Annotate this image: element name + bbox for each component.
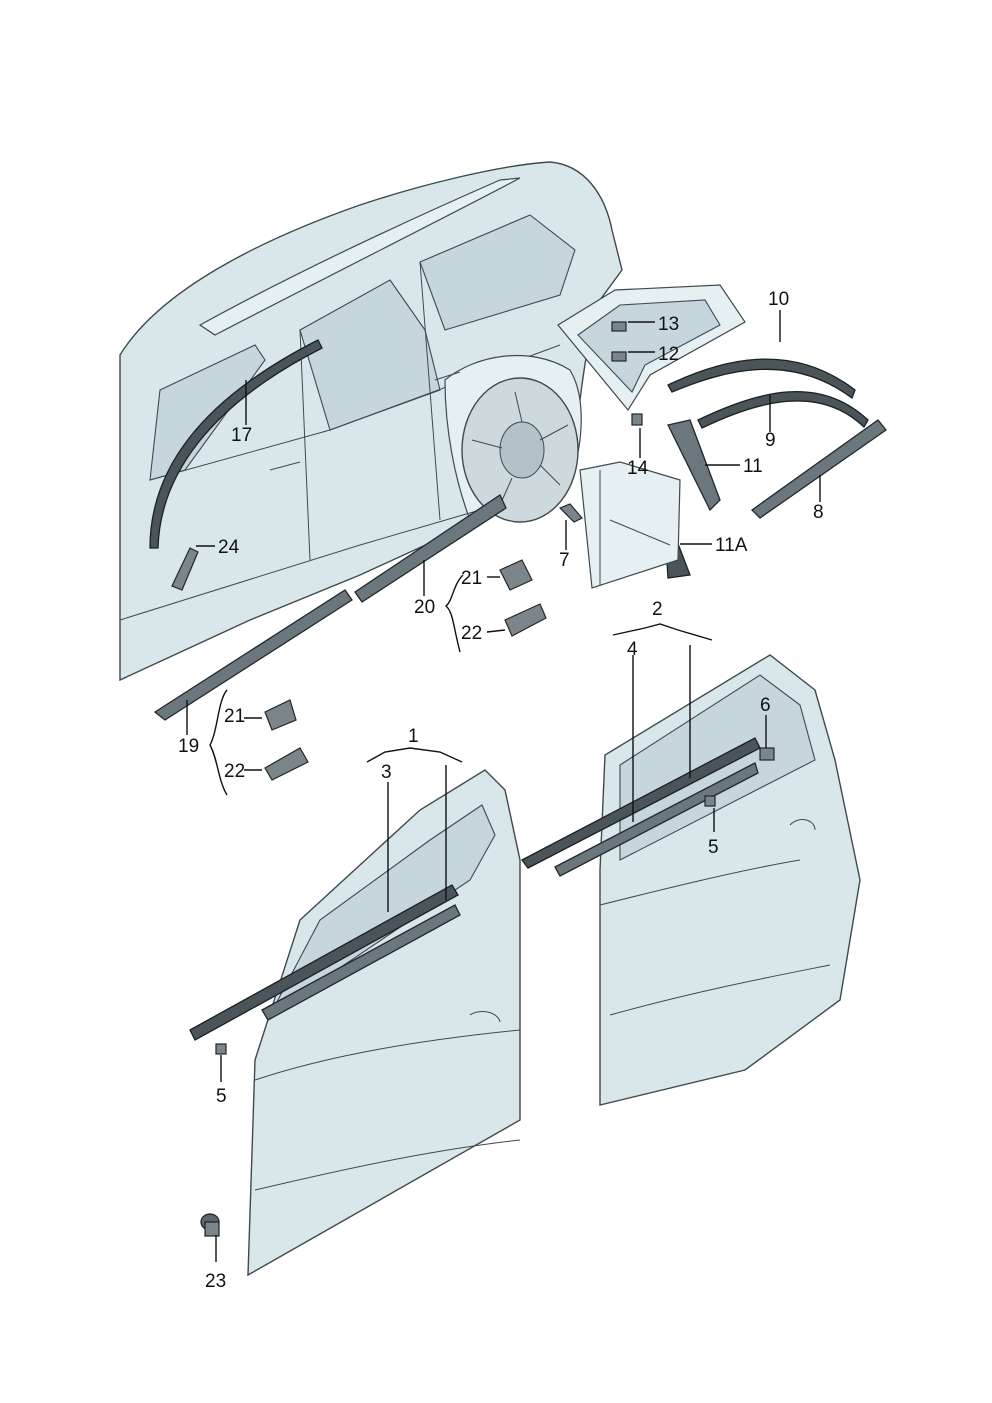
- part-12-clip: [611, 351, 627, 362]
- callout-9: 9: [765, 430, 776, 451]
- callout-2: 2: [652, 599, 663, 620]
- vehicle-body: [119, 161, 623, 682]
- callout-4: 4: [627, 639, 638, 660]
- part-22-clip-lower: [264, 747, 309, 781]
- part-5-clip-front: [215, 1043, 227, 1055]
- part-22-clip-upper: [504, 603, 547, 637]
- callout-6: 6: [760, 695, 771, 716]
- callout-20: 20: [414, 597, 435, 618]
- part-17-strip: [149, 339, 323, 549]
- callout-7: 7: [559, 550, 570, 571]
- callout-14: 14: [627, 458, 649, 479]
- part-5-clip-rear: [704, 795, 716, 807]
- part-21-clip-lower: [264, 699, 297, 731]
- callout-17: 17: [231, 425, 252, 446]
- callout-1: 1: [408, 726, 419, 747]
- callout-13: 13: [658, 314, 679, 335]
- callout-8: 8: [813, 502, 824, 523]
- callout-23: 23: [205, 1271, 226, 1292]
- front-door: [189, 769, 521, 1277]
- part-7-bolt: [558, 503, 583, 523]
- callout-labels: 10 13 12 9 11 14 8 11A 7 17 24 21 20 22 …: [178, 289, 824, 1292]
- callout-5-rear: 5: [708, 837, 719, 858]
- rear-door: [521, 654, 861, 1106]
- part-10-strip: [667, 358, 856, 400]
- callout-21-upper: 21: [461, 568, 482, 589]
- part-6-clip: [759, 747, 775, 761]
- callout-22-upper: 22: [461, 623, 482, 644]
- part-24-clip: [171, 547, 199, 591]
- callout-24: 24: [218, 537, 240, 558]
- part-20-sill-moulding: [354, 494, 507, 603]
- part-23-plug: [200, 1213, 220, 1237]
- part-1-strip: [261, 904, 461, 1021]
- callout-11a: 11A: [715, 535, 748, 556]
- part-3-strip: [189, 884, 459, 1041]
- callout-21-lower: 21: [224, 706, 245, 727]
- callout-3: 3: [381, 762, 392, 783]
- part-2-strip: [554, 762, 759, 877]
- part-13-clip: [611, 321, 627, 332]
- part-21-clip-upper: [499, 559, 533, 591]
- callout-10: 10: [768, 289, 789, 310]
- part-14-clip: [631, 413, 643, 426]
- part-11-trim: [667, 419, 721, 512]
- part-8-strip: [750, 419, 887, 519]
- callout-19: 19: [178, 736, 199, 757]
- callout-12: 12: [658, 344, 679, 365]
- callout-22-lower: 22: [224, 761, 245, 782]
- callout-11: 11: [743, 456, 763, 477]
- part-19-sill-moulding: [153, 589, 353, 721]
- leader-lines: [186, 310, 821, 1262]
- callout-5-front: 5: [216, 1086, 227, 1107]
- part-9-strip: [697, 390, 869, 429]
